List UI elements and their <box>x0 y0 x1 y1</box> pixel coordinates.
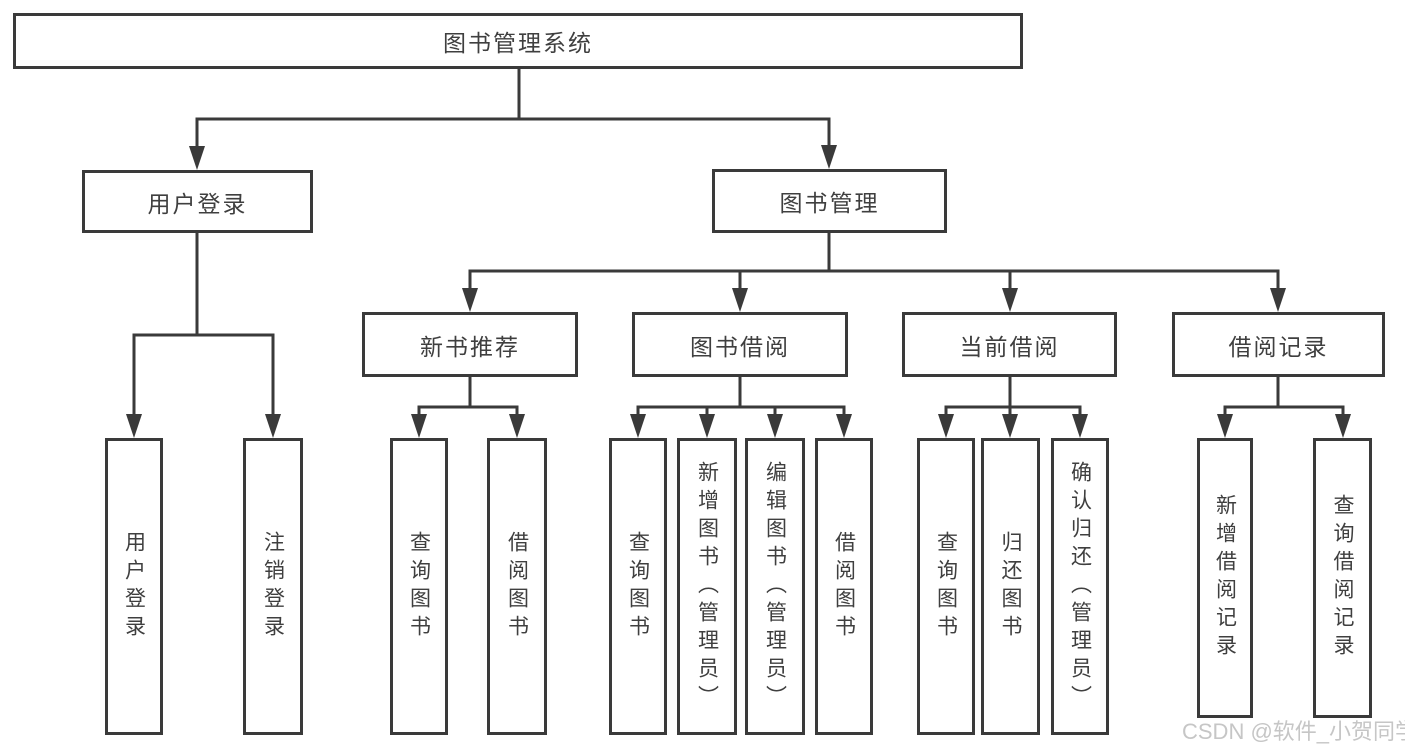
arrowhead <box>126 414 142 438</box>
node-book-borrow: 图书借阅 <box>632 312 848 377</box>
arrowhead <box>189 146 205 170</box>
node-label: 借阅图书 <box>505 530 529 643</box>
node-root-system: 图书管理系统 <box>13 13 1023 69</box>
leaf-confirm-return-admin: 确认归还（管理员） <box>1051 438 1109 735</box>
arrowhead <box>630 414 646 438</box>
leaf-query-book-recommend: 查询图书 <box>390 438 448 735</box>
arrowhead <box>732 288 748 312</box>
node-label: 注销登录 <box>261 530 285 643</box>
node-book-management: 图书管理 <box>712 169 947 233</box>
node-label: 当前借阅 <box>959 333 1060 360</box>
current-borrow-branch-connectors <box>938 377 1088 438</box>
leaf-query-book-borrow: 查询图书 <box>609 438 667 735</box>
leaf-return-book: 归还图书 <box>981 438 1040 735</box>
arrowhead <box>1002 414 1018 438</box>
node-label: 编辑图书（管理员） <box>763 460 787 713</box>
node-borrow-record: 借阅记录 <box>1172 312 1385 377</box>
user-login-branch-connectors <box>126 233 281 438</box>
node-label: 用户登录 <box>122 530 146 643</box>
arrowhead <box>462 288 478 312</box>
node-label: 查询图书 <box>626 530 650 643</box>
book-borrow-branch-connectors <box>630 377 852 438</box>
arrowhead <box>821 145 837 169</box>
arrowhead <box>1002 288 1018 312</box>
leaf-query-book-current: 查询图书 <box>917 438 975 735</box>
leaf-borrow-book-recommend: 借阅图书 <box>487 438 547 735</box>
arrowhead <box>1270 288 1286 312</box>
node-label: 图书管理系统 <box>443 30 593 56</box>
leaf-add-book-admin: 新增图书（管理员） <box>677 438 737 735</box>
arrowhead <box>938 414 954 438</box>
node-label: 查询借阅记录 <box>1331 494 1354 662</box>
arrowhead <box>1072 414 1088 438</box>
leaf-add-borrow-record: 新增借阅记录 <box>1197 438 1253 718</box>
node-label: 用户登录 <box>147 190 248 217</box>
root-branch-connectors <box>189 69 837 170</box>
arrowhead <box>509 414 525 438</box>
book-mgmt-branch-connectors <box>462 233 1286 312</box>
node-label: 查询图书 <box>407 530 431 643</box>
arrowhead <box>411 414 427 438</box>
arrowhead <box>767 414 783 438</box>
node-label: 图书管理 <box>779 190 880 216</box>
leaf-edit-book-admin: 编辑图书（管理员） <box>745 438 805 735</box>
arrowhead <box>699 414 715 438</box>
node-label: 借阅图书 <box>832 530 856 643</box>
node-label: 新增图书（管理员） <box>695 460 719 713</box>
borrow-record-branch-connectors <box>1217 377 1351 438</box>
leaf-user-login: 用户登录 <box>105 438 163 735</box>
node-label: 新增借阅记录 <box>1213 494 1237 662</box>
leaf-query-borrow-record: 查询借阅记录 <box>1313 438 1372 718</box>
node-label: 查询图书 <box>934 530 958 643</box>
leaf-logout: 注销登录 <box>243 438 303 735</box>
arrowhead <box>836 414 852 438</box>
node-label: 归还图书 <box>999 530 1022 643</box>
node-label: 确认归还（管理员） <box>1068 460 1092 713</box>
arrowhead <box>1335 414 1351 438</box>
new-book-rec-branch-connectors <box>411 377 525 438</box>
node-label: 新书推荐 <box>420 333 520 360</box>
node-new-book-recommend: 新书推荐 <box>362 312 578 377</box>
leaf-borrow-book: 借阅图书 <box>815 438 873 735</box>
node-label: 图书借阅 <box>690 333 790 360</box>
csdn-watermark: CSDN @软件_小贺同学 <box>1182 719 1405 744</box>
node-user-login: 用户登录 <box>82 170 313 233</box>
node-label: 借阅记录 <box>1228 333 1329 360</box>
arrowhead <box>1217 414 1233 438</box>
node-current-borrow: 当前借阅 <box>902 312 1117 377</box>
arrowhead <box>265 414 281 438</box>
